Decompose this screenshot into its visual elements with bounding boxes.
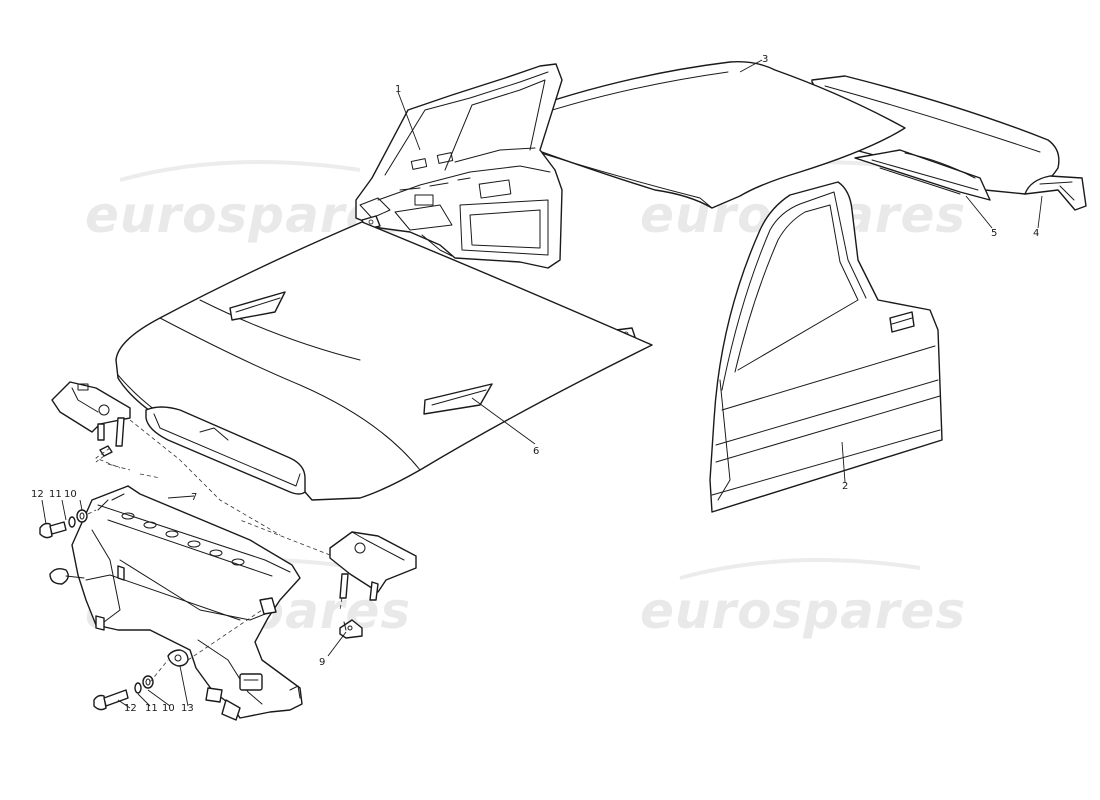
callout-11-lower: 11	[145, 703, 158, 714]
callout-7: 7	[191, 492, 197, 503]
watermark-text: eurospares	[640, 582, 966, 640]
lower-fastener-set	[93, 649, 189, 711]
callout-11-upper: 11	[49, 489, 62, 500]
part-7-front-crossmember	[49, 485, 303, 721]
callout-10-lower: 10	[162, 703, 175, 714]
watermark-bottom-right: eurospares	[640, 558, 966, 640]
callout-10-upper: 10	[64, 489, 77, 500]
callout-3: 3	[762, 54, 768, 65]
upper-left-mounting-bracket	[51, 381, 161, 479]
crossmember-lightening-holes	[121, 512, 245, 566]
assembly-alignment-lines	[87, 419, 343, 683]
callout-1: 1	[395, 84, 401, 95]
callout-9: 9	[319, 657, 325, 668]
callout-12-lower: 12	[124, 703, 137, 714]
callout-4: 4	[1033, 228, 1039, 239]
callout-labels: 1 2 3 4 5 6 7 9 10 11 12 12 11 10 13	[31, 54, 1039, 714]
callout-5: 5	[991, 228, 997, 239]
callout-12-upper: 12	[31, 489, 44, 500]
callout-13: 13	[181, 703, 194, 714]
part-1-body-frame	[355, 63, 563, 269]
callout-leaders	[41, 59, 1043, 709]
part-5-trim-strip	[854, 149, 991, 201]
callout-6: 6	[533, 446, 539, 457]
callout-2: 2	[842, 481, 848, 492]
part-6-bonnet	[115, 221, 653, 501]
part-9-small-bracket	[339, 619, 363, 639]
part-2-door	[709, 181, 943, 513]
right-mounting-bracket	[329, 531, 417, 601]
